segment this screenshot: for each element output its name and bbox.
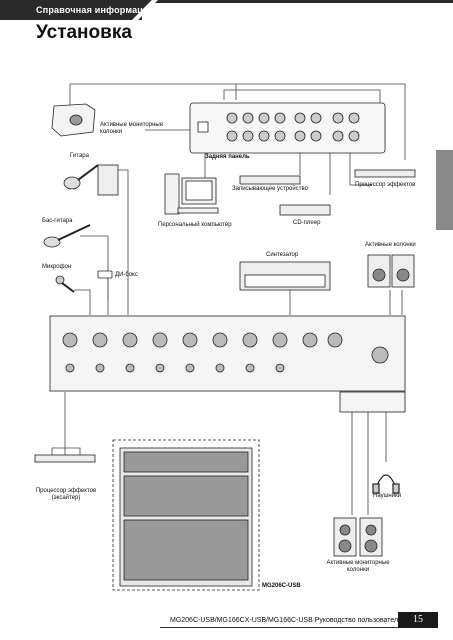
synthesizer-icon <box>239 261 331 291</box>
mixer-input-panel <box>49 315 406 392</box>
effects-processor-icon <box>354 169 416 178</box>
page-title: Установка <box>36 22 132 43</box>
microphone-label: Микрофон <box>42 264 72 270</box>
bottom-monitors-label: Активные мониторные колонки <box>326 560 390 573</box>
rear-panel-label: Задняя панель <box>205 154 250 160</box>
exciter-icon <box>34 454 96 463</box>
footer-divider <box>160 627 400 628</box>
guitar-label: Гитара <box>70 153 89 159</box>
rear-panel <box>189 102 386 154</box>
monitor-speakers-label: Активные мониторные колонки <box>100 122 164 135</box>
bass-guitar-icon <box>43 224 91 248</box>
mixer-output-panel <box>339 391 406 413</box>
headphones-label: Наушники <box>373 493 402 499</box>
recorder-icon <box>239 175 301 185</box>
section-title: Справочная информация <box>36 5 155 15</box>
cd-player-label: CD-плеер <box>293 220 321 226</box>
mixer-model-label: MG206C-USB <box>262 583 301 589</box>
header-background <box>0 0 453 20</box>
bass-guitar-label: Бас-гитара <box>42 218 73 224</box>
guitar-icon <box>63 164 99 190</box>
active-speakers-icon <box>367 254 415 288</box>
cd-player-icon <box>279 204 331 216</box>
header-bar <box>0 0 453 20</box>
effects-processor-label: Процессор эффектов <box>355 182 416 188</box>
active-speakers-label: Активные колонки <box>365 242 416 248</box>
computer-label: Персональный компьютер <box>158 222 232 228</box>
recorder-label: Записывающее устройство <box>232 186 308 192</box>
side-tab <box>436 150 453 230</box>
monitor-speaker-icon <box>51 103 96 137</box>
guitar-pedal <box>97 164 119 196</box>
computer-icon <box>164 173 219 215</box>
footer-manual: MG206C-USB/MG166CX-USB/MG166C-USB Руково… <box>170 617 402 624</box>
mixer-top-view <box>112 439 260 591</box>
bottom-monitor-speakers-icon <box>333 517 383 557</box>
page-number: 15 <box>398 612 438 628</box>
di-box-label: ДИ-бокс <box>115 272 138 278</box>
headphones-icon <box>372 474 400 494</box>
exciter-label: Процессор эффектов (эксайтер) <box>35 488 97 501</box>
di-box-icon <box>97 270 113 279</box>
microphone-icon <box>55 275 75 293</box>
synthesizer-label: Синтезатор <box>266 252 299 258</box>
